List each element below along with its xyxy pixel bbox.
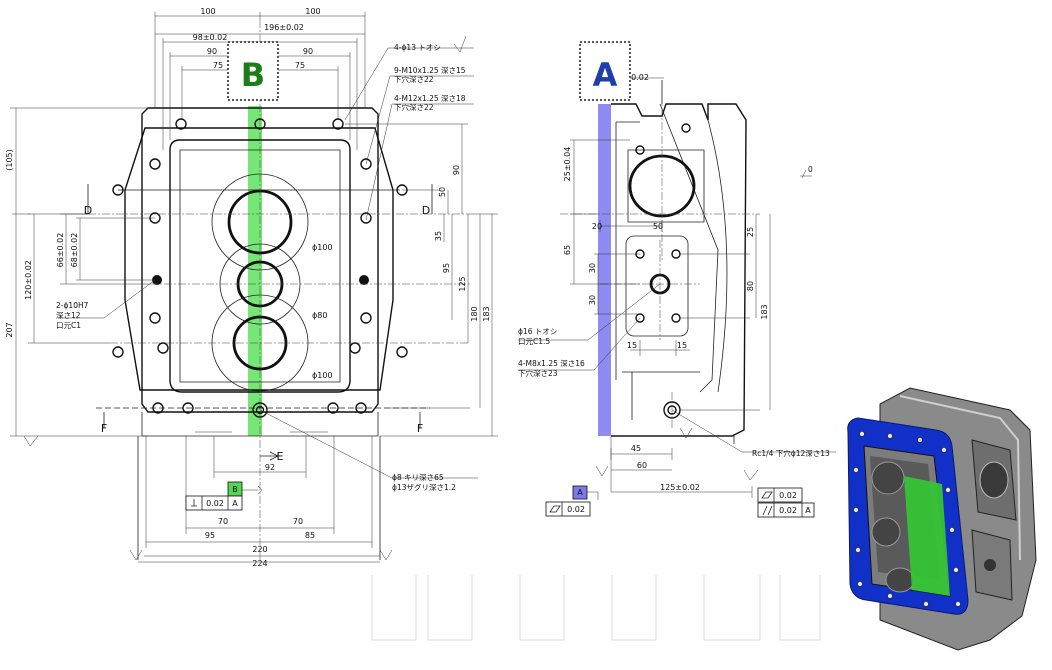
dim-70-right: 70 <box>293 517 303 526</box>
section-d-left: D <box>84 204 92 217</box>
tol-ref: A <box>232 499 238 508</box>
datum-b-tag-text: B <box>232 485 238 494</box>
dim-0-02: 0.02 <box>631 73 649 82</box>
dim-90-right: 90 <box>303 47 313 56</box>
note-m10-b: 下穴深さ22 <box>394 74 434 84</box>
datum-a-label: A <box>593 56 618 94</box>
dia-100-top: ϕ100 <box>312 243 333 252</box>
datum-a-tag-text: A <box>577 488 583 497</box>
note-m8-b: 下穴深さ23 <box>518 368 558 378</box>
dim-75-right: 75 <box>295 61 305 70</box>
section-f-right: F <box>417 422 423 435</box>
note-16-a: ϕ16 トオシ <box>518 327 557 336</box>
note-2-10-a: 2-ϕ10H7 <box>56 301 89 310</box>
datum-a-tag <box>572 485 588 500</box>
datum-a-label-box <box>579 41 631 101</box>
dim-183-r: 183 <box>760 304 769 319</box>
dim-20: 20 <box>592 222 602 231</box>
datum-b-label-box <box>227 41 279 101</box>
dim-180-v: 180 <box>470 306 479 321</box>
dim-92: 92 <box>265 463 275 472</box>
dim-60: 60 <box>637 461 647 470</box>
tol-par-value: 0.02 <box>779 506 797 515</box>
note-2-10-b: 深さ12 <box>56 311 81 320</box>
datum-a-band <box>598 104 611 436</box>
dim-15-a: 15 <box>627 341 637 350</box>
dim-66: 66±0.02 <box>56 233 65 268</box>
mounting-holes <box>112 118 408 418</box>
note-rc: Rc1/4 下穴ϕ12深さ13 <box>752 448 830 458</box>
dim-80-r: 80 <box>746 281 755 291</box>
note-4-13: 4-ϕ13 トオシ <box>394 43 441 52</box>
note-16-b: 口元C1.5 <box>518 337 550 346</box>
dim-45: 45 <box>631 444 641 453</box>
section-f-left: F <box>101 422 107 435</box>
dim-30-b: 30 <box>588 295 597 305</box>
dim-25-r: 25 <box>746 227 755 237</box>
dim-65: 65 <box>563 245 572 255</box>
datum-b-band <box>248 106 262 436</box>
note-m10-a: 9-M10x1.25 深さ15 <box>394 66 466 75</box>
dim-70-left: 70 <box>218 517 228 526</box>
dim-100-right: 100 <box>305 7 320 16</box>
dim-35-v: 35 <box>434 231 443 241</box>
dim-100-left: 100 <box>200 7 215 16</box>
faint-background-marks <box>371 575 821 641</box>
dim-50: 50 <box>653 222 663 231</box>
section-d-right: D <box>422 204 430 217</box>
note-8-a: ϕ8 キリ深さ65 <box>392 473 444 482</box>
section-e: E <box>277 450 284 463</box>
side-view: A 0.02 0.02 0.02 A 0.02 25±0.04 20 50 65… <box>518 41 836 518</box>
dim-120: 120±0.02 <box>24 260 33 300</box>
note-m12-a: 4-M12x1.25 深さ18 <box>394 94 466 103</box>
datum-b-label: B <box>241 56 265 94</box>
dim-90-v: 90 <box>452 165 461 175</box>
dim-125: 125±0.02 <box>660 483 700 492</box>
dim-85-bottom: 85 <box>305 531 315 540</box>
note-m8-a: 4-M8x1.25 深さ16 <box>518 359 585 368</box>
dim-68: 68±0.02 <box>70 233 79 268</box>
dim-196: 196±0.02 <box>264 23 304 32</box>
dim-95-v: 95 <box>442 263 451 273</box>
dim-224: 224 <box>252 559 267 568</box>
front-view: B 0.02 A 100 196±0.02 100 98±0.02 90 90 … <box>5 7 498 568</box>
dia-100-bot: ϕ100 <box>312 371 333 380</box>
note-m12-b: 下穴深さ22 <box>394 102 434 112</box>
dim-50-v: 50 <box>438 187 447 197</box>
tol-par-ref: A <box>805 506 811 515</box>
tol-value: 0.02 <box>206 499 224 508</box>
dia-80: ϕ80 <box>312 311 327 320</box>
side-tolerance-right: 0.02 0.02 A <box>757 487 815 518</box>
dim-207: 207 <box>5 322 14 337</box>
dim-98: 98±0.02 <box>193 33 228 42</box>
dim-220: 220 <box>252 545 267 554</box>
note-8-b: ϕ13ザグリ深さ1.2 <box>392 482 456 492</box>
dim-125-v: 125 <box>458 276 467 291</box>
note-2-10-c: 口元C1 <box>56 321 81 330</box>
3d-model-render <box>847 387 1037 651</box>
side-tolerance-left: 0.02 <box>545 501 591 517</box>
tol-left-value: 0.02 <box>567 505 585 514</box>
dim-15-b: 15 <box>677 341 687 350</box>
dim-75-left: 75 <box>213 61 223 70</box>
dim-95-bottom: 95 <box>205 531 215 540</box>
mark-0: 0 <box>808 165 813 174</box>
dim-105: (105) <box>5 149 14 171</box>
dim-30-a: 30 <box>588 263 597 273</box>
dim-183-v: 183 <box>482 306 491 321</box>
tol-flat-value: 0.02 <box>779 491 797 500</box>
dim-25-v: 25±0.04 <box>563 147 572 182</box>
front-tolerance-frame: 0.02 A <box>185 495 243 511</box>
dim-90-left: 90 <box>207 47 217 56</box>
